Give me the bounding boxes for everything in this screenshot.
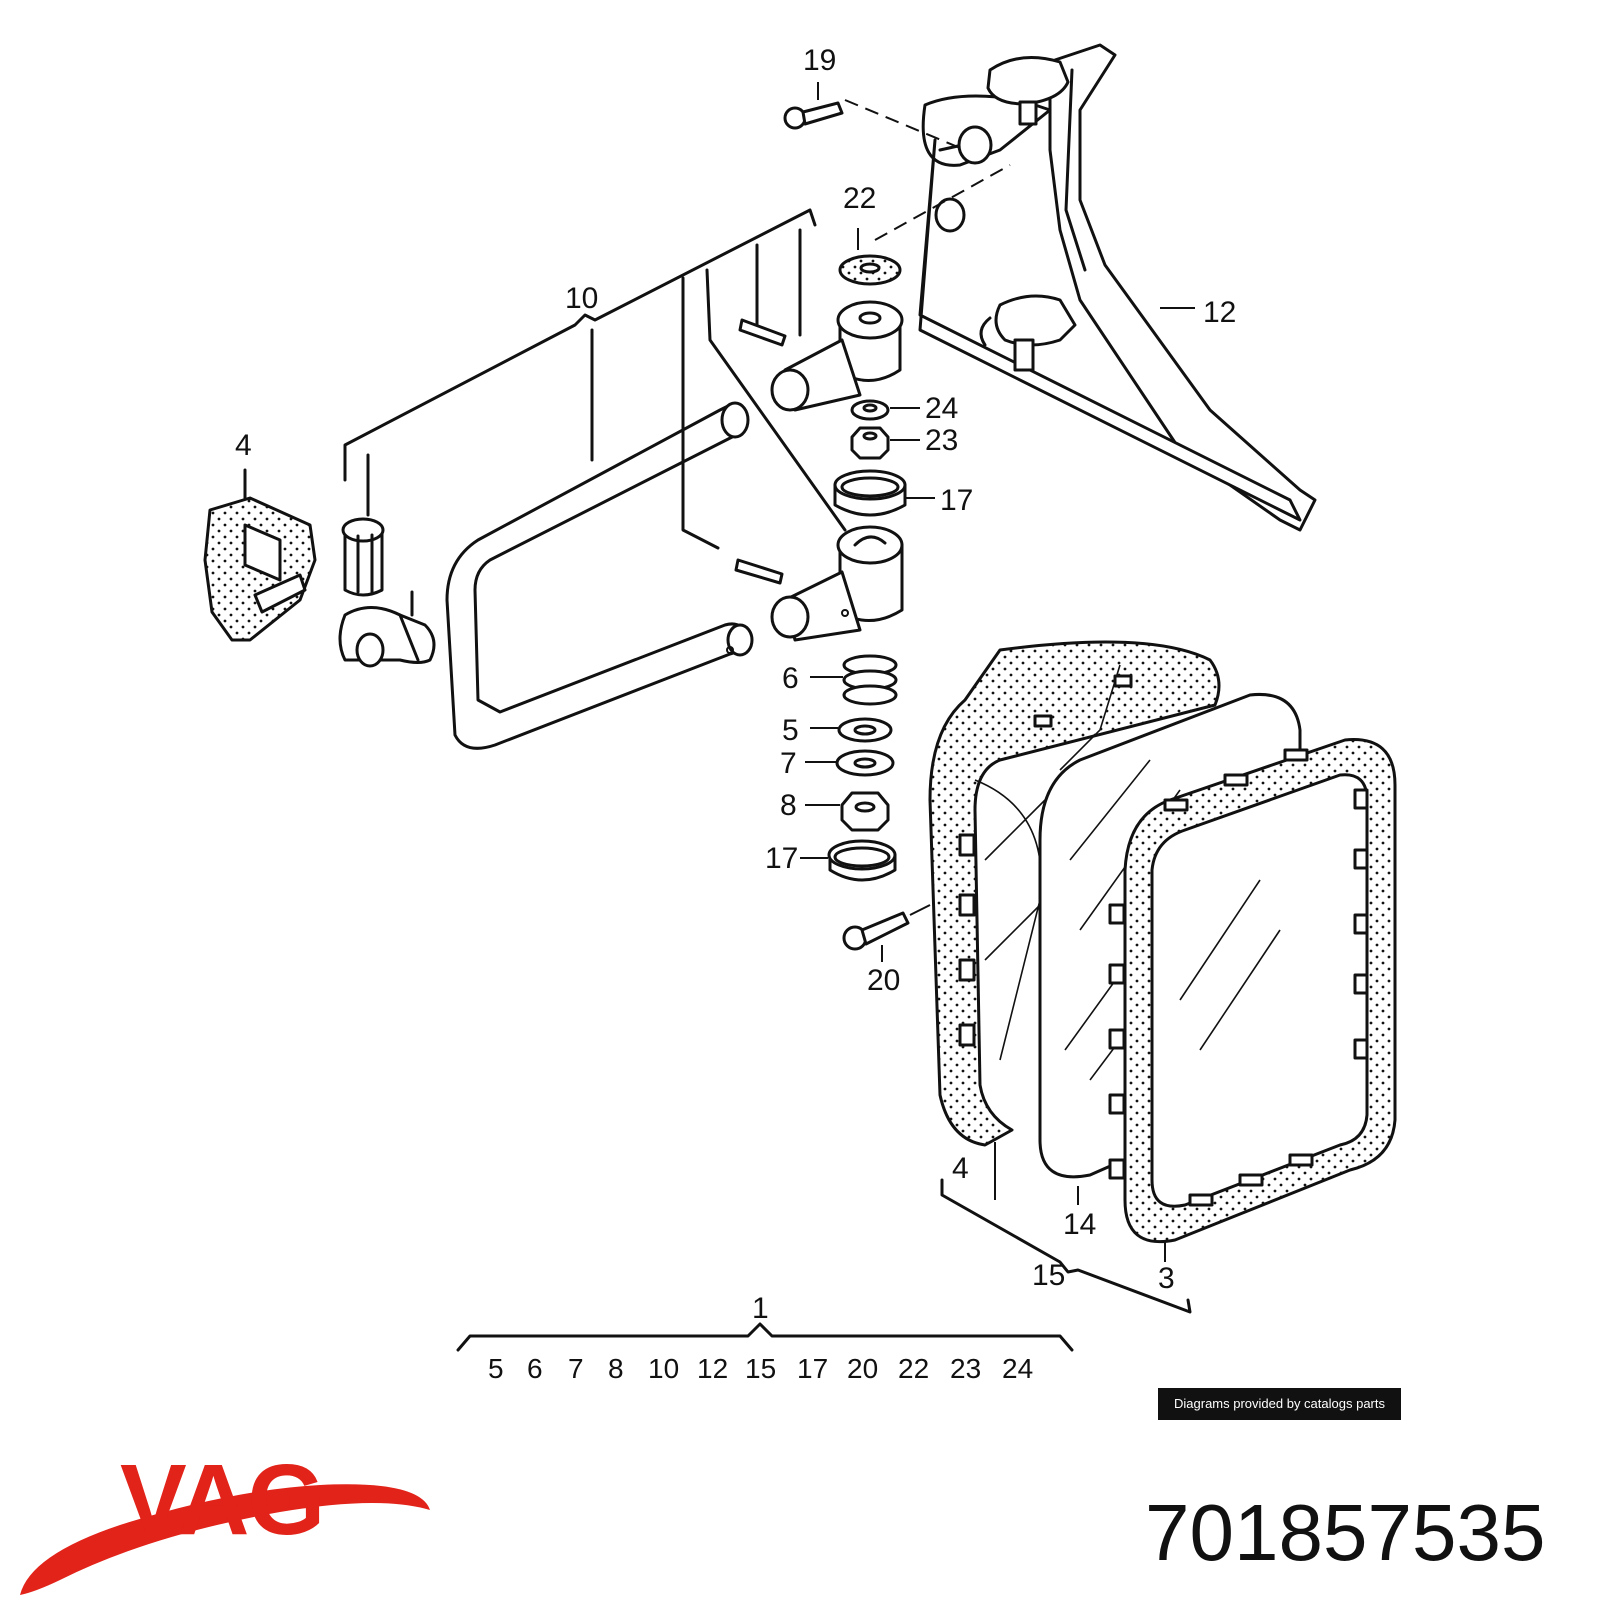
- lower-pivot-block: [734, 525, 904, 642]
- rubber-bushing: [341, 517, 385, 597]
- tube-clamp: [338, 590, 436, 668]
- callout-1: 1: [752, 1292, 769, 1325]
- assembly-part: 23: [950, 1353, 981, 1384]
- callout-3: 3: [1158, 1262, 1175, 1295]
- nut-part-8: [840, 791, 890, 832]
- callout-4-right: 4: [952, 1152, 969, 1185]
- assembly-part: 12: [697, 1353, 728, 1384]
- spring-part-6: [842, 654, 898, 706]
- bolt-part-20: [842, 904, 931, 951]
- callout-17-upper: 17: [940, 484, 973, 517]
- callout-19: 19: [803, 44, 836, 77]
- assembly-part: 5: [488, 1353, 504, 1384]
- brand-logo-text: VAG: [120, 1444, 325, 1556]
- callout-20: 20: [867, 964, 900, 997]
- callout-14: 14: [1063, 1208, 1096, 1241]
- ring-part-17-upper: [833, 469, 907, 517]
- callout-4-left: 4: [235, 429, 252, 462]
- part-number: 701857535: [1145, 1488, 1546, 1577]
- screw-part-19: [783, 99, 966, 151]
- callout-24: 24: [925, 392, 958, 425]
- callout-6: 6: [782, 662, 799, 695]
- leader-lines: [800, 82, 1195, 1262]
- mirror-frame-tube-part-10: [445, 228, 847, 750]
- assembly-part: 8: [608, 1353, 624, 1384]
- washer-part-22: [838, 254, 902, 286]
- assembly-part: 10: [648, 1353, 679, 1384]
- ring-part-17-lower: [827, 839, 897, 882]
- callout-15: 15: [1032, 1259, 1065, 1292]
- mirror-housing-part-15: [928, 640, 1221, 1147]
- callout-23: 23: [925, 424, 958, 457]
- diagram-credit-banner: Diagrams provided by catalogs parts: [1158, 1388, 1401, 1420]
- bracket-1: [456, 1322, 1074, 1352]
- washer-part-5: [837, 717, 893, 743]
- nut-part-23: [850, 426, 890, 460]
- callout-10: 10: [565, 282, 598, 315]
- dash-line-22: [874, 164, 1011, 241]
- assembly-part: 7: [568, 1353, 584, 1384]
- callout-8: 8: [780, 789, 797, 822]
- assembly-part: 15: [745, 1353, 776, 1384]
- washer-part-7: [835, 749, 895, 777]
- callout-12: 12: [1203, 296, 1236, 329]
- assembly-part: 20: [847, 1353, 878, 1384]
- mirror-arm-bracket-part-12: [918, 43, 1317, 532]
- washer-part-24: [850, 399, 890, 421]
- callout-22: 22: [843, 182, 876, 215]
- vag-logo-swoosh-icon: [20, 1484, 430, 1595]
- assembly-part: 24: [1002, 1353, 1033, 1384]
- assembly-part: 22: [898, 1353, 929, 1384]
- bracket-10: [343, 208, 817, 482]
- clip-part-4-left: [203, 496, 317, 642]
- upper-pivot-block: [738, 300, 904, 412]
- callout-7: 7: [780, 747, 797, 780]
- assembly-part: 17: [797, 1353, 828, 1384]
- assembly-1-parts-list: 5 6 7 8 10 12 15 17 20 22 23 24: [488, 1353, 1033, 1384]
- mirror-gasket-part-3: [1108, 738, 1397, 1244]
- callout-17-lower: 17: [765, 842, 798, 875]
- callout-labels: 19 22 10 12 24 23 17 4 6 5 7 8 17 20 4 1…: [235, 44, 1236, 1325]
- assembly-part: 6: [527, 1353, 543, 1384]
- bracket-15: [940, 1178, 1192, 1314]
- callout-5: 5: [782, 714, 799, 747]
